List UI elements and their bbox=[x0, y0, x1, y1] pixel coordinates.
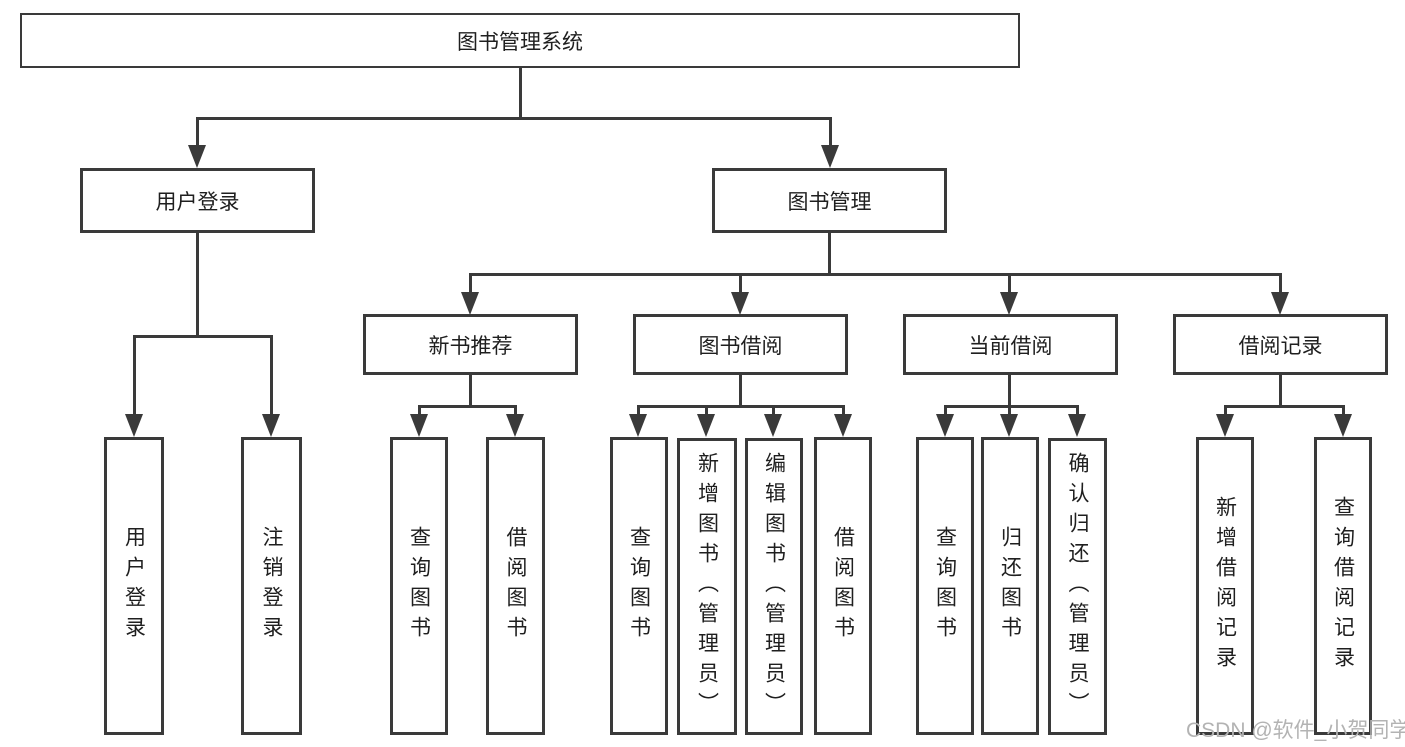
connector-mgmt-trunk bbox=[828, 233, 831, 273]
connector-root-hbar bbox=[196, 117, 832, 120]
leaf-bb-query-books: 查询图书 bbox=[610, 437, 668, 735]
node-borrow-records: 借阅记录 bbox=[1173, 314, 1388, 375]
connector-borrow-trunk bbox=[739, 375, 742, 405]
connector-current-drop-1 bbox=[1008, 405, 1011, 415]
connector-login-trunk bbox=[196, 233, 199, 335]
connector-borrow-drop-1 bbox=[705, 405, 708, 415]
leaf-cb-confirm-return-admin: 确认归还（管理员） bbox=[1048, 438, 1107, 735]
leaf-rec-query-books: 查询图书 bbox=[390, 437, 448, 735]
arrowhead-borrow-leaf-1 bbox=[697, 414, 715, 437]
connector-current-hbar bbox=[944, 405, 1079, 408]
leaf-cb-query-books: 查询图书 bbox=[916, 437, 974, 735]
leaf-user-login-label: 用户登录 bbox=[122, 526, 146, 646]
connector-login-drop-0 bbox=[133, 335, 136, 415]
leaf-cb-query-books-label: 查询图书 bbox=[933, 526, 957, 646]
connector-records-trunk bbox=[1279, 375, 1282, 405]
connector-records-drop-0 bbox=[1224, 405, 1227, 415]
leaf-bb-borrow-books: 借阅图书 bbox=[814, 437, 872, 735]
arrowhead-rec-leaf-1 bbox=[506, 414, 524, 437]
connector-current-trunk bbox=[1008, 375, 1011, 405]
leaf-bb-add-books-admin-label: 新增图书（管理员） bbox=[695, 451, 719, 722]
arrowhead-mgmt bbox=[821, 145, 839, 168]
connector-rec-drop-1 bbox=[514, 405, 517, 415]
leaf-br-add-record: 新增借阅记录 bbox=[1196, 437, 1254, 735]
leaf-rec-borrow-books: 借阅图书 bbox=[486, 437, 545, 735]
connector-borrow-drop-3 bbox=[842, 405, 845, 415]
connector-mgmt-drop-3 bbox=[1279, 273, 1282, 293]
arrowhead-current-leaf-2 bbox=[1068, 414, 1086, 437]
leaf-br-query-record: 查询借阅记录 bbox=[1314, 437, 1372, 735]
leaf-bb-add-books-admin: 新增图书（管理员） bbox=[677, 438, 737, 735]
connector-borrow-drop-0 bbox=[637, 405, 640, 415]
connector-rec-drop-0 bbox=[418, 405, 421, 415]
leaf-bb-borrow-books-label: 借阅图书 bbox=[831, 526, 855, 646]
leaf-rec-borrow-books-label: 借阅图书 bbox=[504, 526, 527, 646]
connector-login-hbar bbox=[133, 335, 273, 338]
node-book-borrow: 图书借阅 bbox=[633, 314, 848, 375]
leaf-user-login: 用户登录 bbox=[104, 437, 164, 735]
leaf-cb-confirm-return-admin-label: 确认归还（管理员） bbox=[1066, 451, 1089, 722]
arrowhead-current-leaf-1 bbox=[1000, 414, 1018, 437]
leaf-cb-return-books: 归还图书 bbox=[981, 437, 1039, 735]
arrowhead-current-borrow bbox=[1000, 292, 1018, 315]
connector-rec-trunk bbox=[469, 375, 472, 405]
connector-borrow-drop-2 bbox=[772, 405, 775, 415]
connector-rec-hbar bbox=[418, 405, 517, 408]
connector-mgmt-hbar bbox=[469, 273, 1282, 276]
arrowhead-login bbox=[188, 145, 206, 168]
leaf-bb-edit-books-admin-label: 编辑图书（管理员） bbox=[762, 451, 786, 722]
leaf-bb-query-books-label: 查询图书 bbox=[627, 526, 651, 646]
connector-login-drop-1 bbox=[270, 335, 273, 415]
node-borrow-records-label: 借阅记录 bbox=[1238, 334, 1323, 358]
node-new-book-recommend-label: 新书推荐 bbox=[428, 334, 513, 358]
connector-records-hbar bbox=[1224, 405, 1345, 408]
arrowhead-book-borrow bbox=[731, 292, 749, 315]
leaf-logout-label: 注销登录 bbox=[260, 526, 283, 646]
node-book-management-label: 图书管理 bbox=[787, 190, 872, 214]
leaf-logout: 注销登录 bbox=[241, 437, 302, 735]
node-user-login-label: 用户登录 bbox=[155, 190, 240, 214]
arrowhead-borrow-leaf-0 bbox=[629, 414, 647, 437]
connector-borrow-hbar bbox=[637, 405, 845, 408]
arrowhead-borrow-leaf-2 bbox=[764, 414, 782, 437]
arrowhead-current-leaf-0 bbox=[936, 414, 954, 437]
node-new-book-recommend: 新书推荐 bbox=[363, 314, 578, 375]
connector-records-drop-1 bbox=[1342, 405, 1345, 415]
node-root-label: 图书管理系统 bbox=[457, 30, 583, 54]
leaf-cb-return-books-label: 归还图书 bbox=[998, 526, 1022, 646]
node-book-management: 图书管理 bbox=[712, 168, 947, 233]
connector-mgmt-drop-0 bbox=[469, 273, 472, 293]
arrowhead-rec-leaf-0 bbox=[410, 414, 428, 437]
connector-mgmt-drop-2 bbox=[1008, 273, 1011, 293]
connector-current-drop-0 bbox=[944, 405, 947, 415]
node-book-borrow-label: 图书借阅 bbox=[698, 334, 783, 358]
leaf-bb-edit-books-admin: 编辑图书（管理员） bbox=[745, 438, 803, 735]
arrowhead-borrow-records bbox=[1271, 292, 1289, 315]
arrowhead-login-leaf-1 bbox=[262, 414, 280, 437]
leaf-br-query-record-label: 查询借阅记录 bbox=[1331, 496, 1355, 676]
node-current-borrow: 当前借阅 bbox=[903, 314, 1118, 375]
node-root: 图书管理系统 bbox=[20, 13, 1020, 68]
csdn-watermark: CSDN @软件_小贺同学 bbox=[1186, 719, 1405, 742]
node-current-borrow-label: 当前借阅 bbox=[968, 334, 1053, 358]
arrowhead-records-leaf-0 bbox=[1216, 414, 1234, 437]
arrowhead-borrow-leaf-3 bbox=[834, 414, 852, 437]
connector-current-drop-2 bbox=[1076, 405, 1079, 415]
node-user-login: 用户登录 bbox=[80, 168, 315, 233]
connector-root-drop-mgmt bbox=[829, 117, 832, 147]
leaf-rec-query-books-label: 查询图书 bbox=[407, 526, 431, 646]
arrowhead-login-leaf-0 bbox=[125, 414, 143, 437]
arrowhead-records-leaf-1 bbox=[1334, 414, 1352, 437]
leaf-br-add-record-label: 新增借阅记录 bbox=[1213, 496, 1237, 676]
connector-root-trunk bbox=[519, 68, 522, 117]
arrowhead-new-book bbox=[461, 292, 479, 315]
connector-root-drop-login bbox=[196, 117, 199, 147]
connector-mgmt-drop-1 bbox=[739, 273, 742, 293]
